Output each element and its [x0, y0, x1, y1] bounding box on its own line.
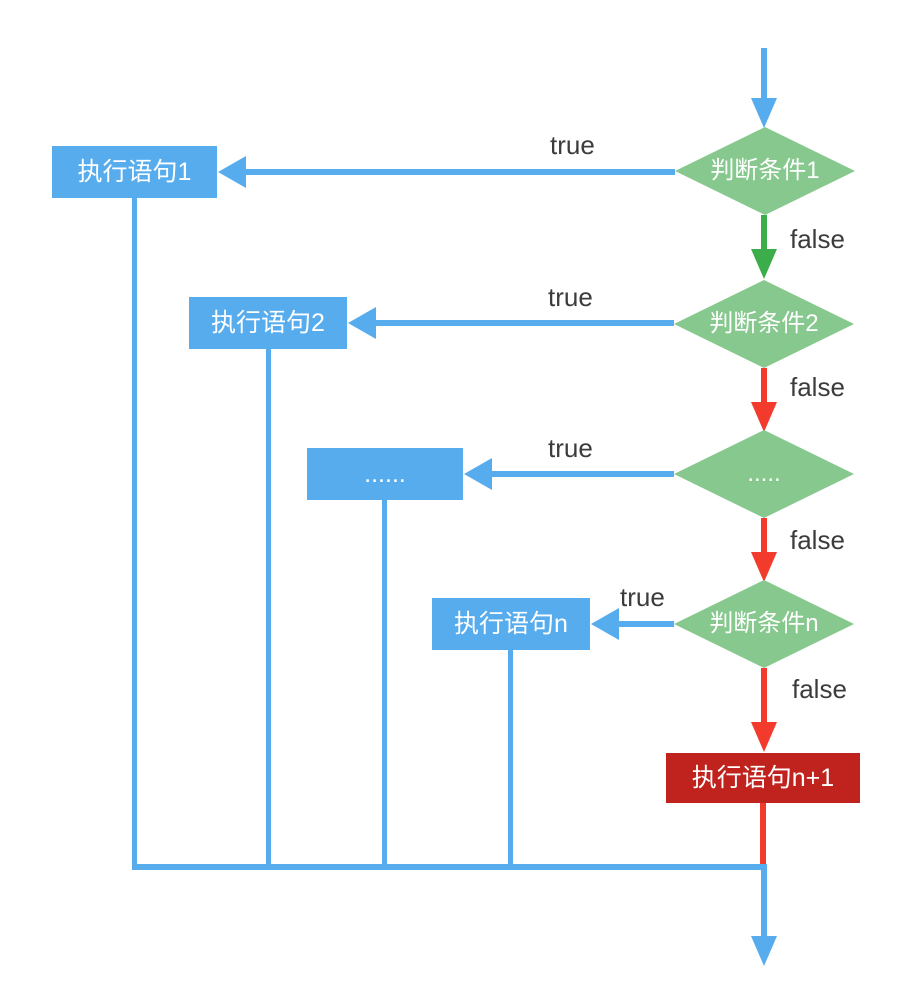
decision-node-n-label: 判断条件n [709, 610, 819, 637]
true-edge-2-line [376, 320, 674, 326]
process-ellipsis-exit-line [382, 499, 387, 864]
false-edge-4-arrowhead-icon [751, 722, 777, 752]
false-edge-4-line [761, 668, 767, 722]
process-node-n: 执行语句n [432, 598, 590, 650]
false-edge-1-label: false [790, 224, 845, 254]
final-process-exit-line [760, 803, 766, 865]
process-node-2-label: 执行语句2 [211, 308, 325, 337]
decision-node-n: 判断条件n [674, 580, 854, 668]
end-edge-arrowhead-icon [751, 936, 777, 966]
true-edge-1-arrowhead-icon [218, 156, 246, 188]
false-edge-4-label: false [792, 674, 847, 704]
process-node-ellipsis-label: ...... [364, 459, 406, 488]
false-edge-3-arrowhead-icon [751, 552, 777, 582]
true-edge-4-line [619, 621, 674, 627]
process-node-1: 执行语句1 [52, 146, 217, 198]
false-edge-2-label: false [790, 372, 845, 402]
start-edge-arrowhead-icon [751, 98, 777, 128]
end-edge-line [761, 870, 767, 938]
true-edge-2-label: true [548, 282, 593, 312]
process-node-n-label: 执行语句n [454, 609, 568, 638]
false-edge-3-line [761, 518, 767, 552]
process-node-n-plus-1-label: 执行语句n+1 [691, 763, 835, 792]
decision-node-1: 判断条件1 [675, 127, 855, 215]
process-1-exit-line [132, 197, 137, 864]
false-edge-2-arrowhead-icon [751, 402, 777, 432]
process-2-exit-line [266, 349, 271, 864]
true-edge-1-line [246, 169, 675, 175]
start-edge-line [761, 48, 767, 98]
true-edge-4-arrowhead-icon [591, 608, 619, 640]
decision-node-2: 判断条件2 [674, 280, 854, 368]
decision-node-1-label: 判断条件1 [710, 157, 820, 184]
decision-node-ellipsis-label: ..... [747, 460, 781, 487]
process-node-n-plus-1: 执行语句n+1 [666, 753, 860, 803]
decision-node-ellipsis: ..... [674, 430, 854, 518]
false-edge-3-label: false [790, 525, 845, 555]
true-edge-4-label: true [620, 582, 665, 612]
decision-node-2-label: 判断条件2 [709, 310, 819, 337]
true-edge-3-line [492, 471, 674, 477]
true-edge-1-label: true [550, 130, 595, 160]
process-node-2: 执行语句2 [189, 297, 347, 349]
false-edge-1-line [761, 215, 767, 249]
true-edge-3-label: true [548, 433, 593, 463]
process-n-exit-line [508, 649, 513, 864]
true-edge-2-arrowhead-icon [348, 307, 376, 339]
false-edge-1-arrowhead-icon [751, 249, 777, 279]
true-edge-3-arrowhead-icon [464, 458, 492, 490]
process-node-1-label: 执行语句1 [77, 157, 192, 186]
false-edge-2-line [761, 368, 767, 402]
process-node-ellipsis: ...... [307, 448, 463, 500]
merge-line [132, 864, 767, 870]
